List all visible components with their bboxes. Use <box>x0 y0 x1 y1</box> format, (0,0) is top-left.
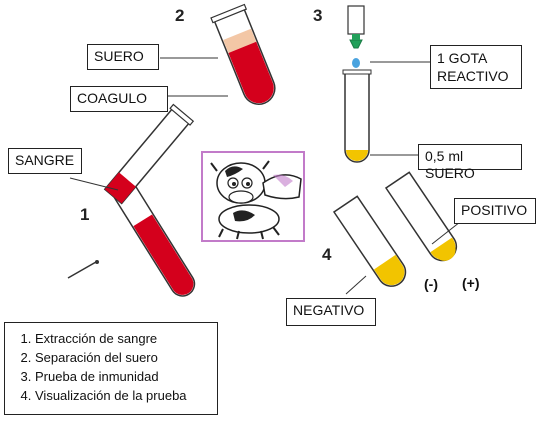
legend-item: Visualización de la prueba <box>35 386 209 405</box>
legend-list: Extracción de sangre Separación del suer… <box>13 329 209 405</box>
legend-item: Extracción de sangre <box>35 329 209 348</box>
negativo-leader <box>345 275 367 295</box>
step-number-2: 2 <box>175 6 185 25</box>
label-sangre: SANGRE <box>8 148 82 174</box>
steps-legend: Extracción de sangre Separación del suer… <box>4 322 218 415</box>
dropper-icon <box>347 5 365 68</box>
label-positivo: POSITIVO <box>454 198 536 224</box>
needle-icon <box>67 260 99 279</box>
step-number-3: 3 <box>313 6 323 25</box>
cow-illustration-icon <box>210 160 302 240</box>
tube-4-negative <box>332 195 407 287</box>
negative-sign: (-) <box>424 276 438 292</box>
legend-item: Prueba de inmunidad <box>35 367 209 386</box>
tube-3-test <box>342 69 372 163</box>
tube-4-positive <box>384 171 458 262</box>
step-number-4: 4 <box>322 245 332 264</box>
label-negativo: NEGATIVO <box>286 298 376 326</box>
positivo-leader <box>431 221 461 245</box>
sangre-leader <box>69 177 119 191</box>
label-coagulo: COAGULO <box>70 86 168 112</box>
positive-sign: (+) <box>462 275 480 291</box>
legend-item: Separación del suero <box>35 348 209 367</box>
label-gota-line2: REACTIVO <box>437 68 509 84</box>
label-gota-line1: 1 GOTA <box>437 50 488 66</box>
cow-illustration-frame <box>201 151 305 242</box>
label-gota-reactivo: 1 GOTA REACTIVO <box>430 45 522 89</box>
tube-2-separated <box>210 3 276 105</box>
tube-1-upper <box>103 103 195 205</box>
label-suero-volume: 0,5 ml SUERO <box>418 144 522 181</box>
tube-1-blood <box>113 183 196 297</box>
step-number-1: 1 <box>80 205 90 224</box>
label-suero: SUERO <box>87 44 159 70</box>
